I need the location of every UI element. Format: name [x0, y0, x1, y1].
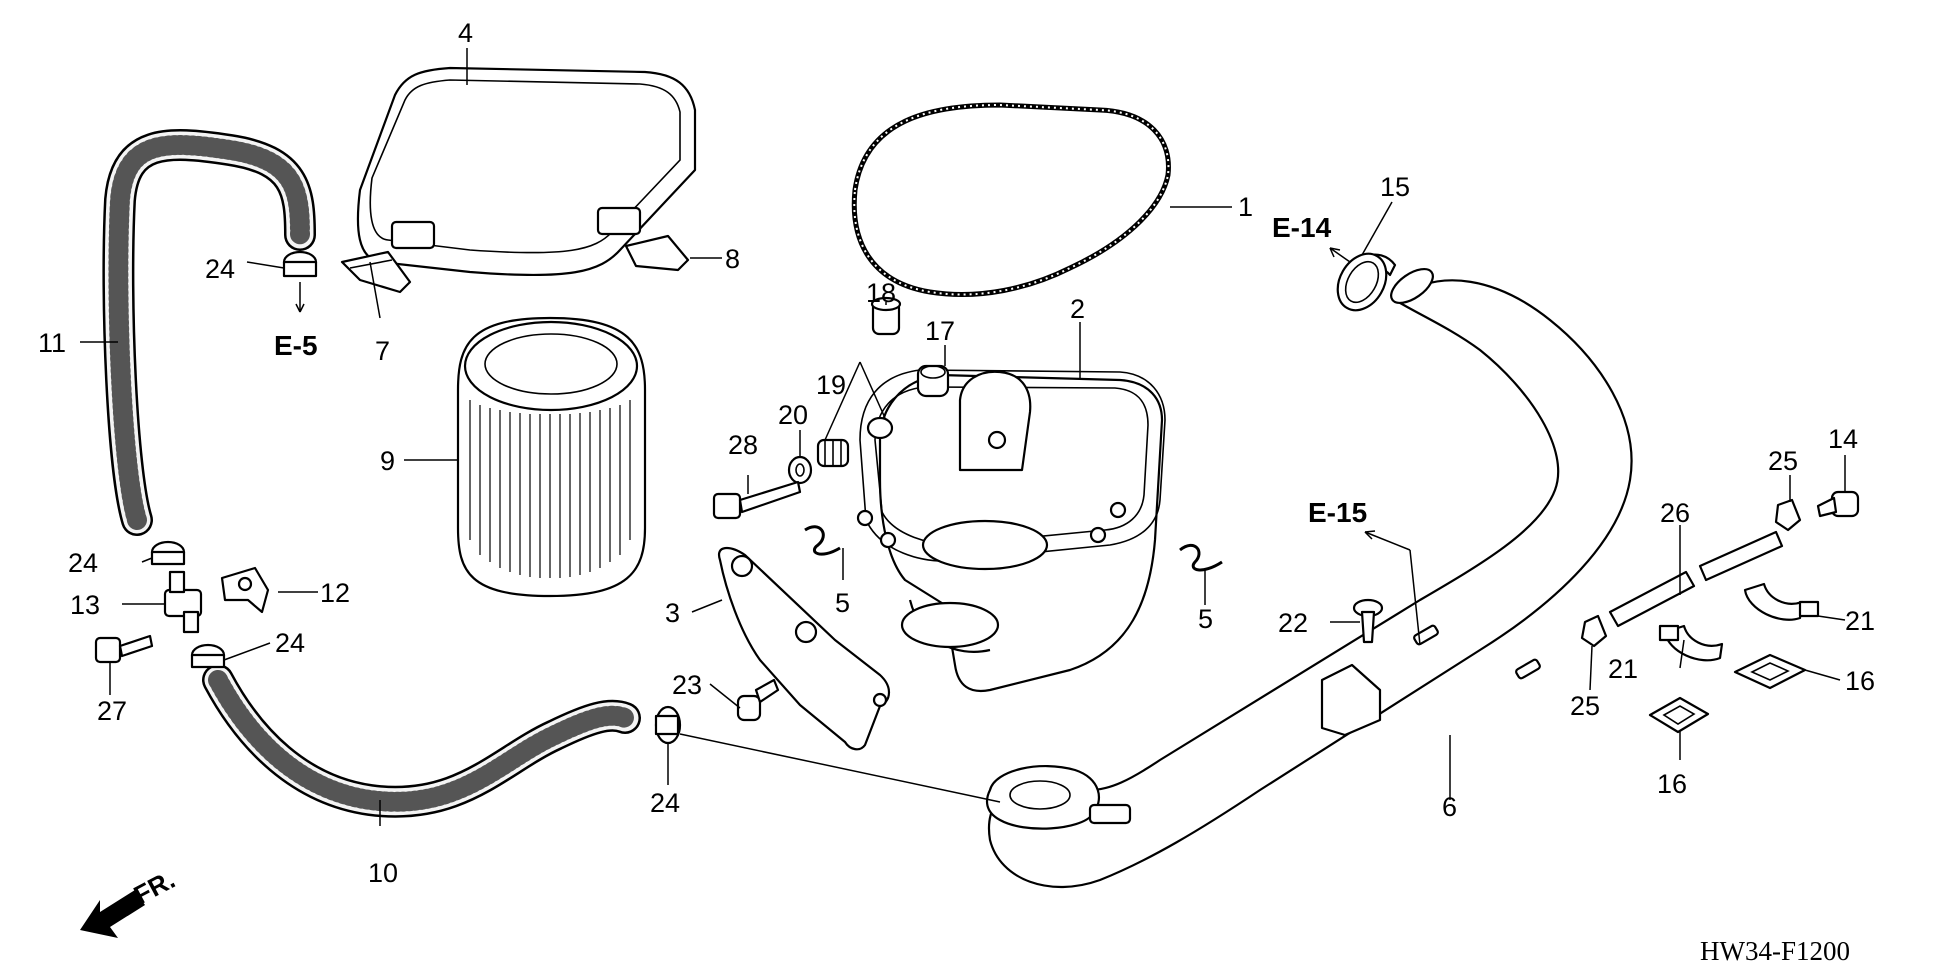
- tube-clamp: [1336, 252, 1397, 312]
- gasket-1: [851, 102, 1171, 297]
- leader-lines: [80, 48, 1846, 826]
- hose-clamp-24-mid: [150, 540, 186, 566]
- callout-5-right: 5: [1198, 604, 1213, 634]
- callout-16-right: 16: [1845, 666, 1875, 696]
- callout-17: 17: [925, 316, 955, 346]
- callout-13: 13: [70, 590, 100, 620]
- callout-24-bottom: 24: [650, 788, 680, 818]
- callout-9: 9: [380, 446, 395, 476]
- callout-10: 10: [368, 858, 398, 888]
- reference-e5: E-5: [274, 330, 318, 361]
- clip-8: [624, 234, 690, 272]
- callout-20: 20: [778, 400, 808, 430]
- callout-6: 6: [1442, 792, 1457, 822]
- callout-3: 3: [665, 598, 680, 628]
- grommet-17: [916, 364, 950, 398]
- grommet-18: [870, 296, 902, 336]
- clip-25-lower: [1580, 614, 1608, 648]
- air-cleaner-element: [456, 316, 647, 598]
- callout-11: 11: [38, 328, 66, 358]
- screw-22: [1352, 598, 1384, 644]
- reference-labels: E-5 E-14 E-15: [274, 212, 1367, 528]
- clip-16-left: [1648, 696, 1710, 734]
- callout-1: 1: [1238, 192, 1253, 222]
- breather-hose-10: [202, 664, 641, 818]
- callout-28: 28: [728, 430, 758, 460]
- rivet-23: [736, 678, 780, 722]
- reference-e15: E-15: [1308, 497, 1367, 528]
- intake-tube: [985, 267, 1633, 888]
- grommet-ring: [866, 416, 894, 440]
- callout-18: 18: [866, 278, 896, 308]
- callout-22: 22: [1278, 608, 1308, 638]
- callout-21-left: 21: [1608, 654, 1638, 684]
- callout-27: 27: [97, 696, 127, 726]
- hose-clamp-24-low: [190, 643, 226, 669]
- reference-e14: E-14: [1272, 212, 1332, 243]
- callout-14: 14: [1828, 424, 1858, 454]
- callout-7: 7: [375, 336, 390, 366]
- callout-26: 26: [1660, 498, 1690, 528]
- drain-tube-26: [1608, 530, 1784, 628]
- clip-16-right: [1733, 653, 1807, 690]
- bolt-27: [94, 634, 154, 664]
- callout-19: 19: [816, 370, 846, 400]
- callout-4: 4: [458, 18, 473, 48]
- hose-clamp-24-top: [282, 250, 318, 278]
- band-21-right: [1743, 582, 1820, 621]
- callout-25-upper: 25: [1768, 446, 1798, 476]
- callout-15: 15: [1380, 172, 1410, 202]
- callout-24-top: 24: [205, 254, 235, 284]
- washer-20: [787, 455, 813, 485]
- breather-hose-11: [102, 129, 316, 536]
- collar-19: [816, 438, 850, 468]
- bracket-12: [220, 566, 270, 614]
- bolt-28: [712, 480, 802, 520]
- hose-clamp-24-right: [654, 705, 682, 745]
- band-21-left: [1658, 624, 1724, 662]
- air-cleaner-case: [856, 369, 1166, 693]
- callout-2: 2: [1070, 294, 1085, 324]
- callout-23: 23: [672, 670, 702, 700]
- callout-24-mid: 24: [68, 548, 98, 578]
- front-arrow-icon: [80, 890, 145, 938]
- joint-13: [163, 570, 203, 634]
- cap-14: [1816, 490, 1860, 518]
- case-bracket: [717, 547, 891, 751]
- callout-12: 12: [320, 578, 350, 608]
- callout-5-left: 5: [835, 588, 850, 618]
- spring-clip-5a: [804, 525, 841, 556]
- spring-clip-5b: [1179, 543, 1223, 572]
- callout-labels: 4 1 2 3 5 5 6 7 8 9 10 11 12 13 14 15 16…: [38, 18, 1875, 888]
- callout-25-lower: 25: [1570, 691, 1600, 721]
- callout-21-right: 21: [1845, 606, 1875, 636]
- callout-24-low: 24: [275, 628, 305, 658]
- callout-8: 8: [725, 244, 740, 274]
- diagram-code: HW34-F1200: [1700, 936, 1850, 966]
- callout-16-lower: 16: [1657, 769, 1687, 799]
- clip-25-upper: [1774, 498, 1802, 532]
